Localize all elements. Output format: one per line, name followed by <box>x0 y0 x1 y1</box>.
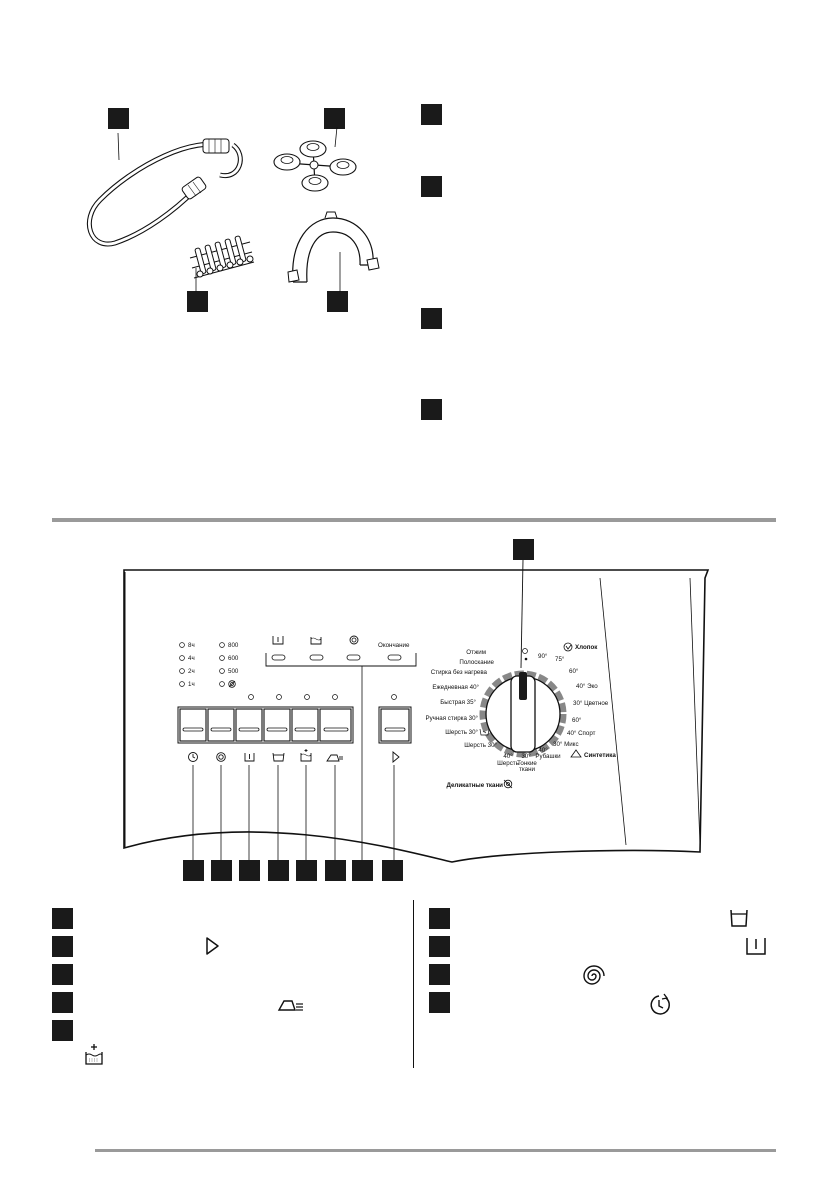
delay-1h-label: 1ч <box>188 681 195 688</box>
programs-right: 90° 75° Хлопок 60° 40° Эко 30° Цветное 6… <box>538 642 616 759</box>
delay-4h-label: 4ч <box>188 655 195 662</box>
delay-8h-label: 8ч <box>188 642 195 649</box>
legend-marker <box>52 908 73 929</box>
delay-start-icon <box>188 752 198 762</box>
program-label: ткани <box>519 766 536 773</box>
legend-marker <box>421 308 442 329</box>
callout-marker <box>324 108 345 129</box>
program-label: 90° <box>538 653 548 660</box>
screws-illustration <box>189 235 255 292</box>
finish-label: Окончание <box>378 642 410 649</box>
section-divider <box>52 518 776 522</box>
pads-illustration <box>273 126 357 192</box>
program-label: 30° Цветное <box>573 700 609 707</box>
legend-marker <box>52 1020 73 1041</box>
spin-reduction-icon <box>216 752 226 762</box>
program-label: 60° <box>572 717 582 724</box>
program-label: Рубашки <box>535 753 561 760</box>
program-label: Шерсть <box>497 760 519 767</box>
wash-icon <box>272 636 284 645</box>
program-label: 40° Спорт <box>567 730 596 737</box>
delicates-icon <box>503 779 513 789</box>
legend-marker <box>52 964 73 985</box>
no-spin-icon <box>228 680 236 688</box>
start-icon <box>392 751 400 763</box>
program-label: 75° <box>555 656 565 663</box>
program-label: Отжим <box>466 649 486 656</box>
program-category-label: Хлопок <box>575 644 598 651</box>
callout-marker <box>108 108 129 129</box>
easy-iron-icon <box>326 754 343 762</box>
callout-marker <box>513 539 534 560</box>
callout-marker <box>187 291 208 312</box>
phase-indicators: Окончание <box>265 635 417 860</box>
spin-leds: 800 600 500 <box>219 642 239 688</box>
cotton-icon <box>563 642 573 652</box>
legend-marker <box>421 399 442 420</box>
soak-icon <box>272 752 285 762</box>
program-label: Полоскание <box>459 659 494 666</box>
program-label: 40° <box>538 747 548 754</box>
programs-left: Отжим Полоскание Стирка без нагрева Ежед… <box>425 649 497 749</box>
program-dial[interactable] <box>479 648 567 758</box>
start-button[interactable] <box>378 706 412 744</box>
delay-leds: 8ч 4ч 2ч 1ч <box>179 642 195 688</box>
extra-rinse-icon <box>300 749 312 762</box>
start-icon <box>206 937 219 955</box>
program-label: Ручная стирка 30° <box>425 715 478 722</box>
extra-rinse-icon <box>85 1044 103 1065</box>
program-label: 40° Эко <box>576 683 598 690</box>
program-category-label: Синтетика <box>584 752 616 759</box>
spin-800-label: 800 <box>228 642 239 649</box>
easy-iron-icon <box>277 1000 303 1011</box>
spin-600-label: 600 <box>228 655 239 662</box>
legend-marker <box>429 936 450 957</box>
program-label: Шерсть 30° <box>445 729 478 736</box>
legend-marker <box>429 992 450 1013</box>
callout-markers <box>183 860 403 881</box>
spin-icon <box>349 635 359 645</box>
footer-rule <box>95 1149 776 1152</box>
program-label: Быстрая 35° <box>440 699 476 706</box>
hose-guide-illustration <box>287 211 380 292</box>
program-label: 30° Микс <box>553 741 579 748</box>
legend-marker <box>429 964 450 985</box>
spin-reduction-icon <box>583 965 605 985</box>
spin-500-label: 500 <box>228 668 239 675</box>
legend-marker <box>421 176 442 197</box>
delay-2h-label: 2ч <box>188 668 195 675</box>
program-label: 30° <box>521 753 531 760</box>
program-label: 40° <box>503 753 513 760</box>
delay-start-icon <box>650 993 670 1015</box>
soak-icon <box>730 909 748 927</box>
legend-marker <box>52 992 73 1013</box>
program-label: Тонкие <box>517 760 537 767</box>
rinse-icon <box>310 637 322 645</box>
program-label: Шерсть 30° <box>464 742 497 749</box>
callout-marker <box>327 291 348 312</box>
control-panel: 8ч 4ч 2ч 1ч 800 600 500 Окон <box>123 539 710 881</box>
program-label: 60° <box>569 668 579 675</box>
prewash-icon <box>746 938 766 955</box>
legend-marker <box>52 936 73 957</box>
prewash-icon <box>244 753 255 762</box>
inlet-hose-illustration <box>86 132 243 247</box>
legend-divider <box>413 900 414 1068</box>
program-label: Ежедневная 40° <box>432 684 479 691</box>
handwash-icon <box>479 728 490 736</box>
legend-marker <box>421 104 442 125</box>
program-label: Стирка без нагрева <box>431 669 488 676</box>
option-buttons[interactable] <box>177 706 354 744</box>
delicate-category-label: Деликатные ткани <box>446 782 503 789</box>
programs-bottom: 40° Шерсть 30° Тонкие ткани 40° Рубашки … <box>446 747 561 789</box>
synthetics-icon <box>570 749 582 758</box>
legend-marker <box>429 908 450 929</box>
